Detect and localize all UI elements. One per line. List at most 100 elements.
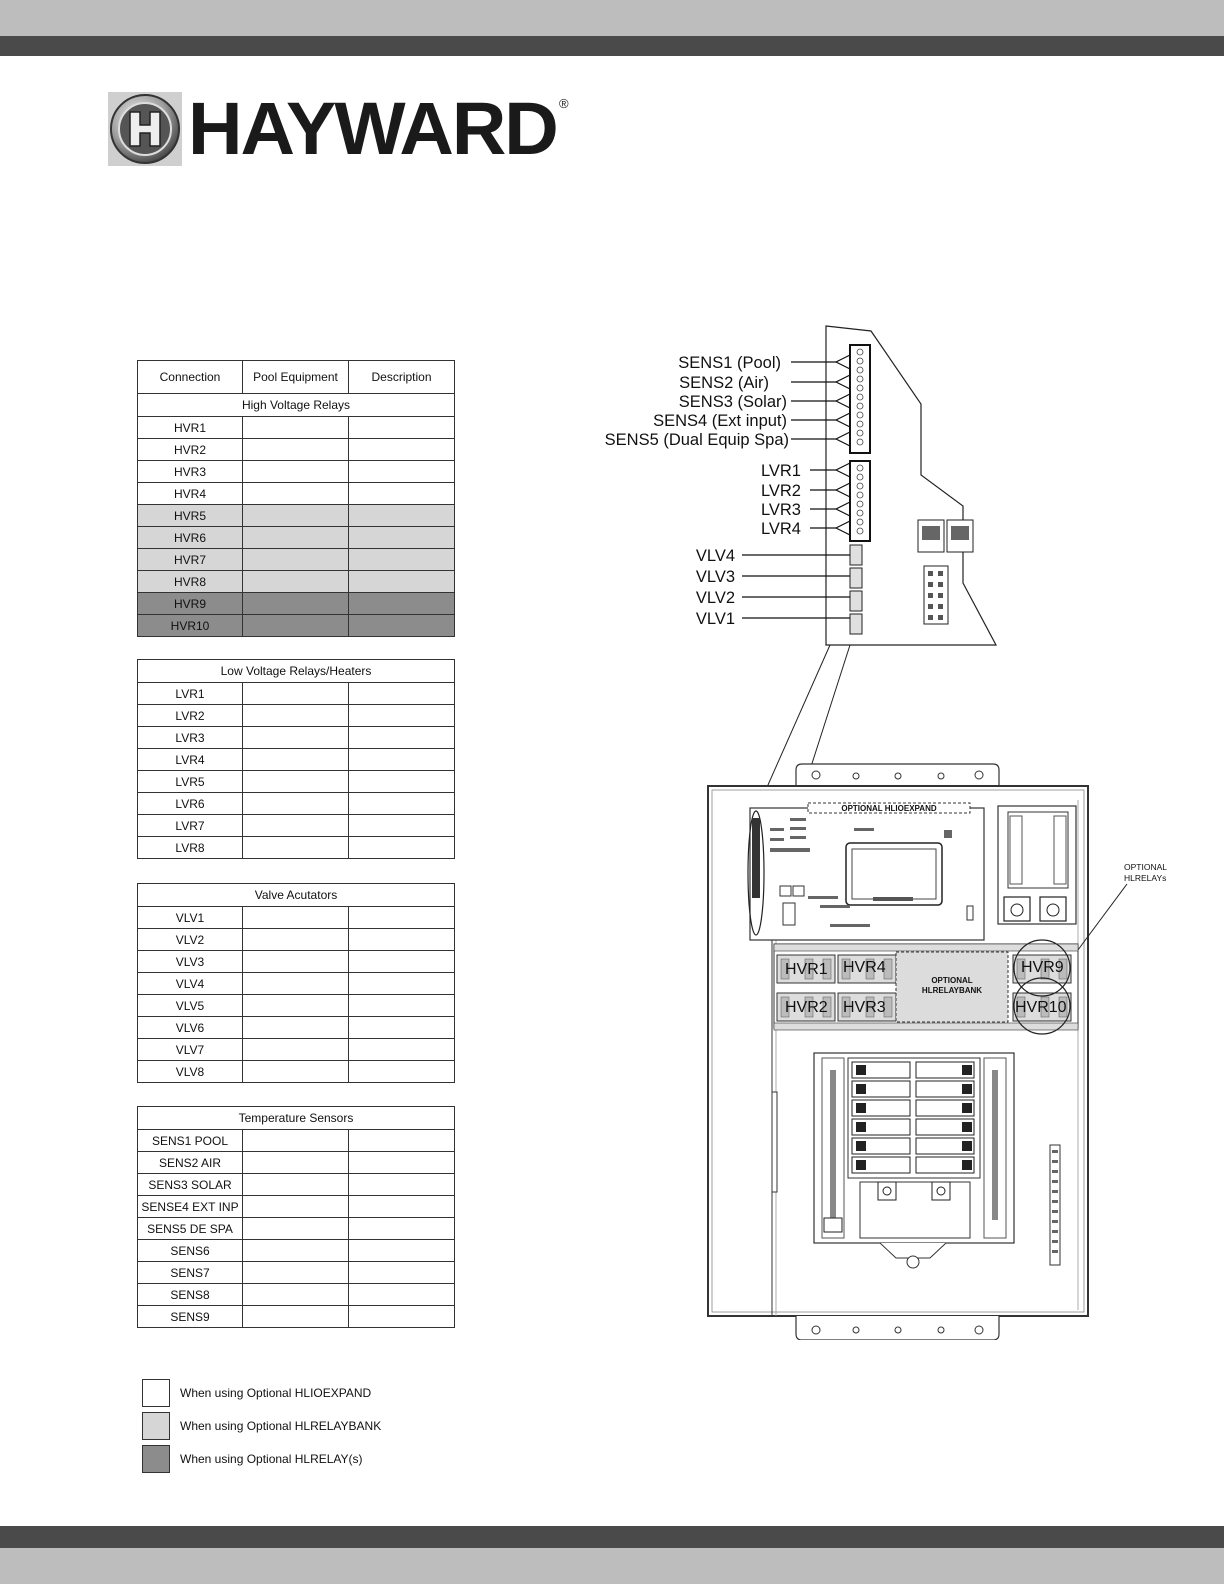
hvr3-diagram-label: HVR3 — [843, 999, 886, 1016]
description-cell[interactable] — [348, 1129, 455, 1152]
controller-wiring-diagram: SENS1 (Pool) SENS2 (Air) SENS3 (Solar) S… — [605, 325, 1167, 1340]
section-title-valves: Valve Acutators — [137, 883, 455, 907]
equipment-cell[interactable] — [242, 416, 349, 439]
description-cell[interactable] — [348, 438, 455, 461]
equipment-cell[interactable] — [242, 1305, 349, 1328]
equipment-cell[interactable] — [242, 906, 349, 929]
description-cell[interactable] — [348, 1261, 455, 1284]
equipment-cell[interactable] — [242, 836, 349, 859]
equipment-cell[interactable] — [242, 460, 349, 483]
description-cell[interactable] — [348, 1038, 455, 1061]
equipment-cell[interactable] — [242, 928, 349, 951]
description-cell[interactable] — [348, 972, 455, 995]
equipment-cell[interactable] — [242, 1129, 349, 1152]
equipment-cell[interactable] — [242, 972, 349, 995]
equipment-cell[interactable] — [242, 438, 349, 461]
equipment-cell[interactable] — [242, 526, 349, 549]
connection-cell: LVR3 — [137, 726, 243, 749]
footer-band-dark — [0, 1526, 1224, 1548]
equipment-cell[interactable] — [242, 792, 349, 815]
section-title-low-voltage: Low Voltage Relays/Heaters — [137, 659, 455, 683]
description-cell[interactable] — [348, 994, 455, 1017]
equipment-cell[interactable] — [242, 504, 349, 527]
description-cell[interactable] — [348, 814, 455, 837]
description-cell[interactable] — [348, 416, 455, 439]
connection-cell: VLV3 — [137, 950, 243, 973]
equipment-cell[interactable] — [242, 482, 349, 505]
equipment-cell[interactable] — [242, 1261, 349, 1284]
description-cell[interactable] — [348, 526, 455, 549]
equipment-cell[interactable] — [242, 1239, 349, 1262]
equipment-cell[interactable] — [242, 682, 349, 705]
equipment-cell[interactable] — [242, 1283, 349, 1306]
connection-cell: HVR3 — [137, 460, 243, 483]
equipment-cell[interactable] — [242, 950, 349, 973]
table-row: HVR4 — [137, 482, 455, 505]
connection-cell: HVR1 — [137, 416, 243, 439]
description-cell[interactable] — [348, 1173, 455, 1196]
equipment-cell[interactable] — [242, 1060, 349, 1083]
equipment-cell[interactable] — [242, 704, 349, 727]
table-row: VLV5 — [137, 994, 455, 1017]
connection-cell: HVR9 — [137, 592, 243, 615]
equipment-cell[interactable] — [242, 614, 349, 637]
equipment-cell[interactable] — [242, 748, 349, 771]
description-cell[interactable] — [348, 950, 455, 973]
equipment-cell[interactable] — [242, 1151, 349, 1174]
header-pool-equipment: Pool Equipment — [242, 360, 349, 394]
equipment-cell[interactable] — [242, 814, 349, 837]
equipment-cell[interactable] — [242, 994, 349, 1017]
description-cell[interactable] — [348, 1239, 455, 1262]
description-cell[interactable] — [348, 1060, 455, 1083]
vlv2-label: VLV2 — [696, 589, 735, 607]
description-cell[interactable] — [348, 1283, 455, 1306]
equipment-cell[interactable] — [242, 726, 349, 749]
legend-swatch — [142, 1445, 170, 1473]
sens5-label: SENS5 (Dual Equip Spa) — [605, 431, 789, 449]
description-cell[interactable] — [348, 906, 455, 929]
description-cell[interactable] — [348, 504, 455, 527]
description-cell[interactable] — [348, 1195, 455, 1218]
description-cell[interactable] — [348, 748, 455, 771]
description-cell[interactable] — [348, 1016, 455, 1039]
description-cell[interactable] — [348, 592, 455, 615]
connection-cell: HVR2 — [137, 438, 243, 461]
description-cell[interactable] — [348, 548, 455, 571]
description-cell[interactable] — [348, 614, 455, 637]
equipment-cell[interactable] — [242, 548, 349, 571]
equipment-cell[interactable] — [242, 1038, 349, 1061]
vlv3-connector — [849, 567, 863, 589]
equipment-cell[interactable] — [242, 1173, 349, 1196]
equipment-cell[interactable] — [242, 770, 349, 793]
equipment-cell[interactable] — [242, 1195, 349, 1218]
description-cell[interactable] — [348, 792, 455, 815]
equipment-cell[interactable] — [242, 1217, 349, 1240]
description-cell[interactable] — [348, 460, 455, 483]
table-row: HVR8 — [137, 570, 455, 593]
description-cell[interactable] — [348, 482, 455, 505]
description-cell[interactable] — [348, 726, 455, 749]
connection-cell: SENS3 SOLAR — [137, 1173, 243, 1196]
vlv4-label: VLV4 — [696, 547, 735, 565]
lvr4-label: LVR4 — [761, 520, 801, 538]
description-cell[interactable] — [348, 704, 455, 727]
description-cell[interactable] — [348, 1151, 455, 1174]
table-row: SENSE4 EXT INP — [137, 1195, 455, 1218]
connection-cell: SENS2 AIR — [137, 1151, 243, 1174]
description-cell[interactable] — [348, 928, 455, 951]
description-cell[interactable] — [348, 770, 455, 793]
table-row: HVR1 — [137, 416, 455, 439]
description-cell[interactable] — [348, 836, 455, 859]
table-row: HVR7 — [137, 548, 455, 571]
table-row: LVR6 — [137, 792, 455, 815]
equipment-cell[interactable] — [242, 1016, 349, 1039]
description-cell[interactable] — [348, 1305, 455, 1328]
table-row: HVR10 — [137, 614, 455, 637]
description-cell[interactable] — [348, 570, 455, 593]
table-row: VLV2 — [137, 928, 455, 951]
equipment-cell[interactable] — [242, 592, 349, 615]
equipment-cell[interactable] — [242, 570, 349, 593]
table-row: SENS3 SOLAR — [137, 1173, 455, 1196]
description-cell[interactable] — [348, 682, 455, 705]
description-cell[interactable] — [348, 1217, 455, 1240]
